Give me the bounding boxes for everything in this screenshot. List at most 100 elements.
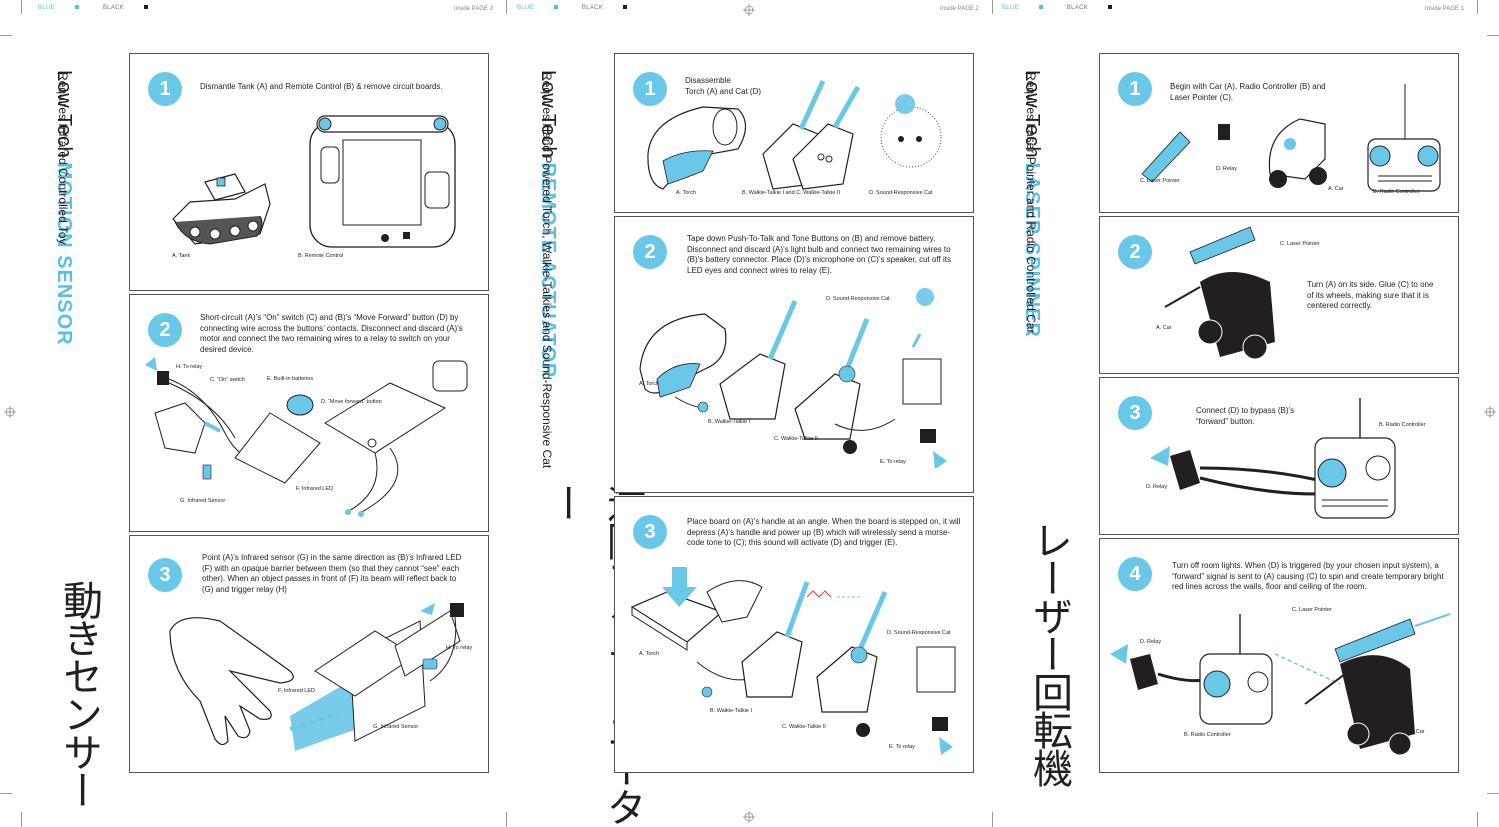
illustration-label: C. Laser Pointer [1280,241,1320,247]
step-number-badge: 3 [1118,396,1152,430]
illustration-label: D. Relay [1140,639,1162,645]
illustration-label: B. Remote Control [298,253,344,259]
illustration-label: A. Torch [676,190,697,196]
illustration-label: F. Infrared LED [296,486,333,492]
illustration-label: B. Radio Controller [1184,732,1231,738]
illustration-label: F. Infrared LED [278,688,315,694]
illustration-label: A. Tank [172,253,191,259]
illustration-label: H. To relay [446,645,473,651]
step-number-badge: 1 [148,72,182,106]
crop-mark [1487,793,1499,794]
illustration-label: A. Car [1328,186,1344,192]
step-panel-2: 2 Tape down Push-To-Talk and Tone Button… [614,216,974,493]
crop-mark [21,812,22,827]
illustration-label: E. To relay [880,459,906,465]
crop-mark [0,793,12,794]
illustration-label: G. Infrared Sensor [373,724,419,730]
illustration-label: A. Car [1156,325,1172,331]
step-number-badge: 1 [633,72,667,106]
step-number-badge: 4 [1118,557,1152,591]
illustration-label: B. Walkie-Talkie I [708,419,750,425]
page-label-1: Inside PAGE 1 [1425,6,1464,12]
illustration-label: D. Sound-Responsive Cat [887,630,951,636]
car-with-laser-illustration [1164,226,1275,360]
japanese-title-motion-sensor: 動きセンサー [57,580,101,808]
illustration-label: C. Walkie-Talkie II [774,436,818,442]
step-panel-4: 4 Turn off room lights. When (D) is trig… [1099,538,1459,773]
step-instructions: Dismantle Tank (A) and Remote Control (B… [200,82,443,91]
step-panel-2: 2 Turn (A) on its side. Glue (C) to one … [1099,216,1459,374]
step-number-badge: 2 [1118,235,1152,269]
illustration-label: D. Relay [1146,484,1168,490]
step-instructions: Place board on (A)’s handle at an angle.… [687,517,961,547]
step-instructions: Tape down Push-To-Talk and Tone Buttons … [687,234,951,275]
step-panel-3: 3 Connect (D) to bypass (B)’s “forward” … [1099,377,1459,535]
step-panel-1: 1 Disassemble Torch (A) and Cat (D) A. T… [614,53,974,213]
crop-mark [992,0,993,14]
column-title-laser-spinner: Low Tech LASER SPINNER [1021,70,1043,338]
remote-control-illustration [309,115,456,248]
torch-walkie-talkies-cat-illustration [647,79,942,190]
illustration-label: E. To relay [889,744,915,750]
tank-illustration [172,173,271,245]
crop-mark [506,812,507,827]
crop-mark [992,812,993,827]
illustration-label: H. To relay [176,364,203,370]
registration-mark-bottom [743,811,755,823]
crop-mark [1477,812,1478,827]
column-title-remote-actuator: Low Tech REMOTE ACTUATOR [537,70,559,379]
illustration-label: C. “On” switch [210,377,245,383]
step-number-badge: 3 [633,515,667,549]
illustration-label: C. Laser Pointer [1292,607,1332,613]
step-number-badge: 2 [148,313,182,347]
page-label-3: Inside PAGE 3 [454,6,493,12]
step-instructions: Turn off room lights. When (D) is trigge… [1172,561,1444,591]
step-number-badge: 2 [633,235,667,269]
illustration-label: G. Infrared Sensor [180,498,226,504]
column-subtitle-motion-sensor: Requires Infrared Controlled Toy [56,72,70,245]
step-instructions: Begin with Car (A), Radio Controller (B)… [1170,82,1326,102]
illustration-label: A. Torch [639,381,660,387]
step-panel-3: 3 Place board on (A)’s handle at an angl… [614,496,974,773]
step-instructions: Connect (D) to bypass (B)’s “forward” bu… [1196,406,1295,426]
step-panel-1: 1 Begin with Car (A), Radio Controller (… [1099,53,1459,213]
column-subtitle-laser-spinner: Requires Laser Pointer and Radio Control… [1024,72,1038,334]
spinning-laser-illustration [1110,613,1451,756]
column-subtitle-remote-actuator: Requires Hand Powered Torch, Walkie-Talk… [540,72,554,469]
relay-controller-illustration [1150,398,1396,519]
step-panel-2: 2 Short-circuit (A)’s “On” switch (C) an… [129,294,489,532]
step-instructions: Disassemble Torch (A) and Cat (D) [685,76,762,96]
torch-walkie-relay-illustration [639,288,947,469]
page-label-2: Inside PAGE 2 [940,6,979,12]
crop-mark [1477,0,1478,14]
illustration-label: D. Sound-Responsive Cat [826,296,890,302]
japanese-title-laser-spinner: レーザー回転機 [1027,520,1071,786]
registration-mark-right [1484,406,1496,418]
laser-relay-car-controller-illustration [1141,84,1441,192]
registration-mark-top [743,4,755,16]
crop-mark [1487,35,1499,36]
crop-mark [506,0,507,14]
illustration-label: C. Walkie-Talkie II [782,724,826,730]
illustration-label: D. “Move forward” button [321,399,382,405]
step-instructions: Short-circuit (A)’s “On” switch (C) and … [200,313,463,354]
column-title-motion-sensor: Low Tech MOTION SENSOR [53,70,75,346]
illustration-label: A. Car [1409,729,1425,735]
board-torch-walkie-relay-illustration [630,567,956,755]
illustration-label: D. Relay [1216,166,1238,172]
illustration-label: A. Torch [639,651,660,657]
step-instructions: Point (A)’s Infrared sensor (G) in the s… [202,553,462,594]
registration-mark-left [4,406,16,418]
step-number-badge: 1 [1118,72,1152,106]
illustration-label: B. Walkie-Talkie I [710,708,752,714]
illustration-label: D. Sound-Responsive Cat [869,190,933,196]
illustration-label: C. Laser Pointer [1140,178,1180,184]
step-panel-1: 1 Dismantle Tank (A) and Remote Control … [129,53,489,291]
illustration-label: B. Walkie-Talkie I and C. Walkie-Talkie … [742,190,841,196]
step-instructions: Turn (A) on its side. Glue (C) to one of… [1307,280,1434,310]
infrared-hand-illustration [169,603,464,751]
crop-mark [0,35,12,36]
illustration-label: B. Radio Controller [1373,189,1420,195]
